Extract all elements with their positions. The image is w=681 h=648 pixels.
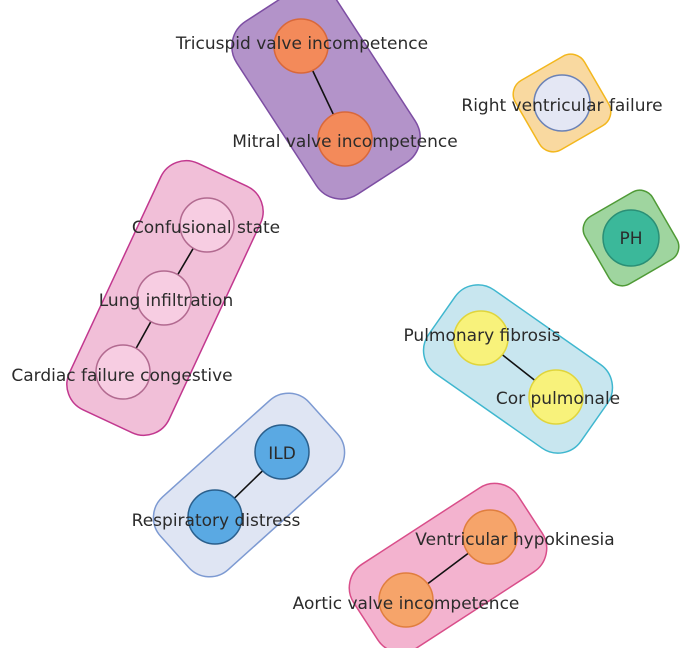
node-label-ild: ILD [268,444,296,464]
node-ph[interactable] [602,209,660,267]
node-label-respiratory-distress: Respiratory distress [132,511,301,531]
node-lung-infiltration[interactable] [136,270,192,326]
node-label-ph: PH [619,229,642,249]
node-ventricular-hypokinesia[interactable] [462,509,518,565]
node-right-ventricular-failure[interactable] [533,74,591,132]
node-cor-pulmonale[interactable] [528,369,584,425]
node-label-confusional-state: Confusional state [132,218,280,238]
node-label-ventricular-hypokinesia: Ventricular hypokinesia [415,530,614,550]
cluster-ventricular [348,482,548,648]
node-tricuspid-valve-incompetence[interactable] [273,18,329,74]
node-mitral-valve-incompetence[interactable] [317,111,373,167]
node-cardiac-failure-congestive[interactable] [95,344,151,400]
node-aortic-valve-incompetence[interactable] [378,572,434,628]
node-confusional-state[interactable] [179,197,235,253]
cluster-pulmonary [422,284,614,454]
node-label-right-ventricular-failure: Right ventricular failure [461,96,662,116]
node-label-lung-infiltration: Lung infiltration [99,291,233,311]
node-label-aortic-valve-incompetence: Aortic valve incompetence [293,594,520,614]
node-ild[interactable] [254,424,310,480]
node-respiratory-distress[interactable] [187,489,243,545]
node-label-cardiac-failure-congestive: Cardiac failure congestive [11,366,232,386]
node-pulmonary-fibrosis[interactable] [453,310,509,366]
cluster-valves [231,0,421,200]
node-label-pulmonary-fibrosis: Pulmonary fibrosis [403,326,560,346]
node-label-mitral-valve-incompetence: Mitral valve incompetence [232,132,457,152]
node-label-tricuspid-valve-incompetence: Tricuspid valve incompetence [175,34,428,54]
node-label-cor-pulmonale: Cor pulmonale [496,389,620,409]
